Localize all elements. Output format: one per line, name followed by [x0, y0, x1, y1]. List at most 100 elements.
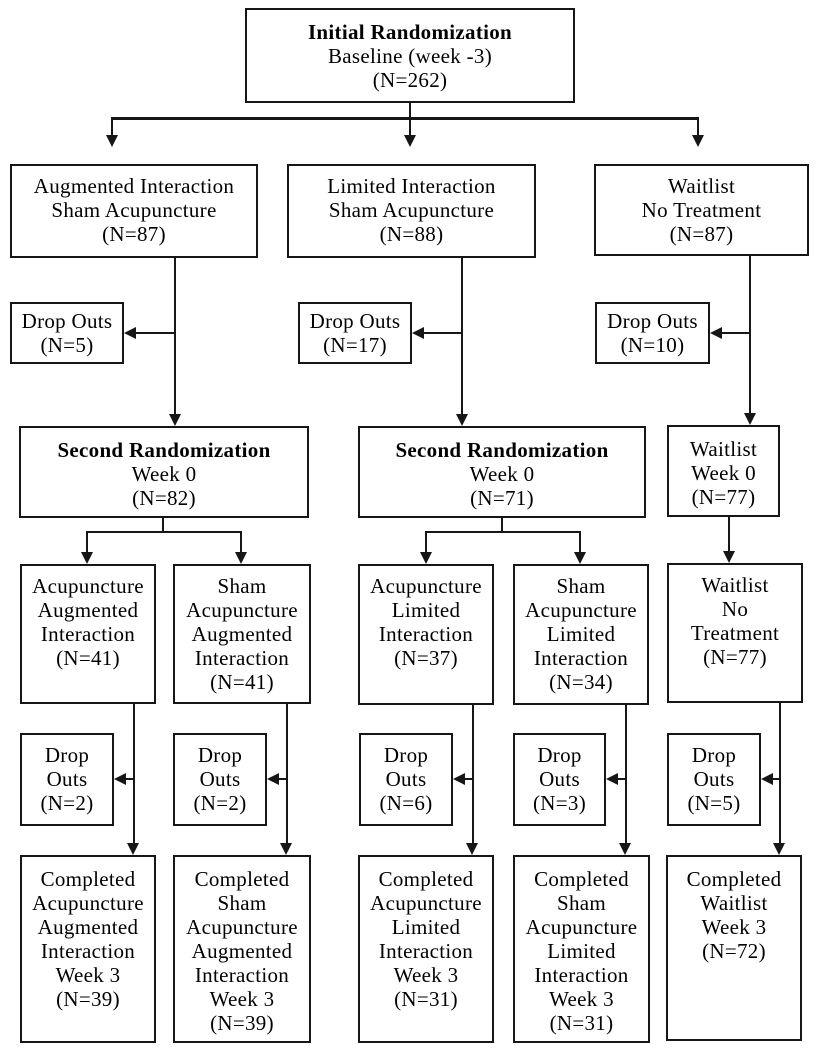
node-title: Second Randomization — [395, 438, 609, 462]
connector-to-sham-augmented — [240, 533, 242, 553]
node-lines: Baseline (week -3)(N=262) — [328, 44, 492, 92]
connector-to-sham-limited — [579, 533, 581, 553]
connector-waitlist-week0-down — [728, 517, 730, 552]
node-lines: Week 0(N=71) — [469, 462, 535, 510]
arrowhead-dropout-augmented — [124, 327, 136, 339]
connector-split-limited-stem — [501, 518, 503, 533]
connector-spine-augmented — [174, 258, 176, 415]
node-title: Initial Randomization — [307, 20, 513, 44]
connector-spine-sham-augmented — [286, 704, 288, 844]
node-lines: Drop Outs(N=5) — [21, 309, 113, 357]
arrowhead-dropout-acu-augmented — [114, 773, 126, 785]
arrowhead-branch-waitlist — [692, 135, 704, 147]
arrowhead-into-acu-augmented — [81, 552, 93, 564]
arrowhead-into-completed-sham-limited — [619, 843, 631, 855]
connector-spine-limited — [461, 258, 463, 415]
connector-dropout-limited — [424, 332, 462, 334]
connector-initial-stem — [409, 103, 411, 119]
connector-split-limited-line — [425, 531, 581, 533]
connector-spine-waitlist2 — [779, 703, 781, 844]
node-second-randomization-augmented: Second Randomization Week 0(N=82) — [19, 426, 309, 518]
node-dropouts-limited: Drop Outs(N=17) — [298, 302, 412, 364]
node-lines: Drop Outs(N=10) — [607, 309, 698, 357]
connector-dropout-waitlist2 — [773, 778, 781, 780]
connector-dropout-augmented — [136, 332, 175, 334]
arrowhead-dropout-limited — [412, 327, 424, 339]
node-lines: Drop Outs(N=17) — [309, 309, 401, 357]
arrowhead-into-completed-acu-augmented — [127, 843, 139, 855]
arrowhead-into-sham-limited — [574, 552, 586, 564]
connector-dropout-acu-limited — [465, 778, 474, 780]
arrowhead-dropout-waitlist2 — [761, 773, 773, 785]
connector-dropout-waitlist — [722, 332, 750, 334]
node-dropouts-waitlist: Drop Outs(N=10) — [595, 302, 710, 364]
node-second-randomization-limited: Second Randomization Week 0(N=71) — [358, 426, 646, 518]
connector-initial-branch-line — [111, 117, 699, 120]
connector-spine-waitlist — [749, 256, 751, 414]
arrowhead-branch-limited — [404, 135, 416, 147]
arrowhead-into-waitlist-no-treatment — [723, 551, 735, 563]
arrowhead-into-completed-sham-augmented — [280, 843, 292, 855]
arrowhead-into-completed-waitlist — [773, 843, 785, 855]
connector-dropout-acu-augmented — [126, 778, 135, 780]
node-dropouts-augmented: Drop Outs(N=5) — [10, 302, 124, 364]
connector-dropout-sham-augmented — [279, 778, 288, 780]
connector-branch-limited — [409, 119, 411, 136]
connector-branch-waitlist — [697, 119, 699, 136]
arrowhead-dropout-acu-limited — [453, 773, 465, 785]
arrowhead-into-waitlist-week0 — [744, 413, 756, 425]
connector-to-acu-limited — [425, 533, 427, 553]
connector-spine-acu-augmented — [133, 704, 135, 844]
connector-split-augmented-stem — [162, 518, 164, 533]
arrowhead-into-completed-acu-limited — [466, 843, 478, 855]
node-title: Second Randomization — [57, 438, 271, 462]
connector-to-acu-augmented — [86, 533, 88, 553]
connector-split-augmented-line — [86, 531, 242, 533]
arrowhead-branch-augmented — [106, 135, 118, 147]
node-initial-randomization: Initial Randomization Baseline (week -3)… — [245, 8, 575, 103]
connector-spine-sham-limited — [625, 705, 627, 844]
arrowhead-into-sham-augmented — [235, 552, 247, 564]
arrowhead-into-second-rand-augmented — [169, 414, 181, 426]
arrowhead-dropout-sham-limited — [606, 773, 618, 785]
arrowhead-into-second-rand-limited — [456, 414, 468, 426]
arrowhead-into-acu-limited — [420, 552, 432, 564]
connector-branch-augmented — [111, 119, 113, 136]
